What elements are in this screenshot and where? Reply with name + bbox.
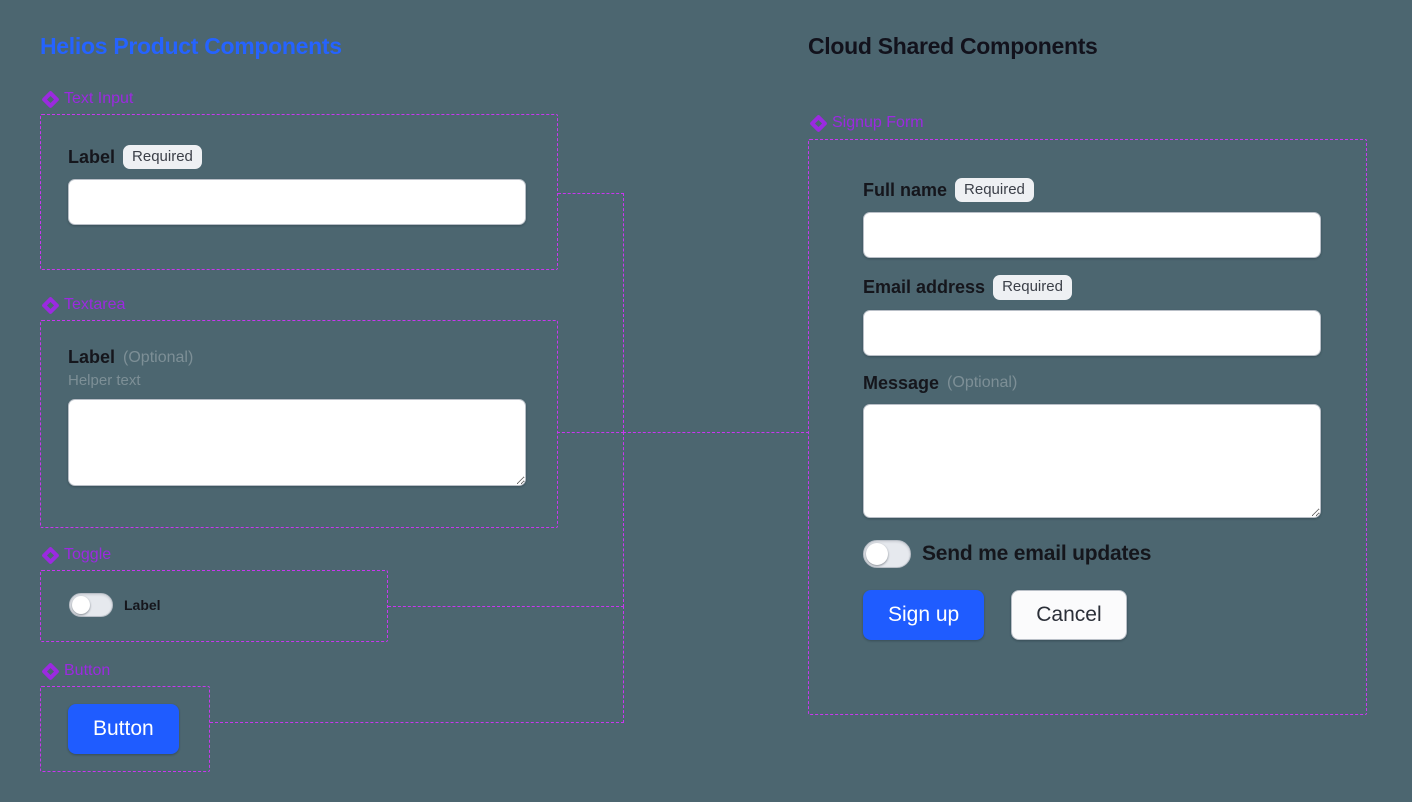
section-label-text: Toggle <box>64 546 112 563</box>
textarea-label-row: Label (Optional) <box>68 347 526 368</box>
component-box-button: Button <box>40 686 210 772</box>
required-badge: Required <box>955 178 1034 203</box>
text-input-field[interactable] <box>68 179 526 226</box>
right-panel-title: Cloud Shared Components <box>808 33 1098 59</box>
section-label-toggle: Toggle <box>44 546 111 564</box>
connector-trunk-bottom-v <box>623 606 624 723</box>
required-badge: Required <box>123 145 202 170</box>
toggle-knob <box>866 542 888 565</box>
textarea-label: Label <box>68 347 116 367</box>
email-input[interactable] <box>863 309 1321 356</box>
component-box-signup-form: Full name Required Email address Require… <box>808 139 1367 715</box>
connector-text-input-h <box>558 193 624 194</box>
optional-tag: (Optional) <box>123 348 194 366</box>
required-badge: Required <box>993 275 1072 300</box>
component-box-toggle: Label <box>40 570 388 642</box>
diamond-icon <box>812 117 825 130</box>
section-label-text: Textarea <box>64 296 126 313</box>
full-name-label: Full name <box>863 179 948 200</box>
section-label-button: Button <box>44 662 110 680</box>
text-input-label-row: Label Required <box>68 145 526 170</box>
email-updates-toggle-row[interactable]: Send me email updates <box>863 539 1321 568</box>
connector-trunk-lower-v <box>623 432 624 607</box>
component-box-text-input: Label Required <box>40 114 558 270</box>
email-label: Email address <box>863 276 986 297</box>
toggle-switch[interactable] <box>69 593 113 617</box>
connector-button-h <box>210 722 624 723</box>
email-label-row: Email address Required <box>863 275 1321 300</box>
optional-tag: (Optional) <box>947 374 1018 391</box>
section-label-text-input: Text Input <box>44 90 133 108</box>
diamond-icon <box>44 299 57 312</box>
toggle-knob <box>72 596 90 614</box>
section-label-signup-form: Signup Form <box>812 114 924 132</box>
section-label-text: Signup Form <box>832 114 924 131</box>
message-textarea[interactable] <box>863 403 1321 518</box>
cancel-button[interactable]: Cancel <box>1011 589 1127 640</box>
connector-textarea-h <box>557 432 624 433</box>
email-updates-switch[interactable] <box>863 539 911 568</box>
signup-actions: Sign up Cancel <box>863 589 1321 640</box>
email-updates-label: Send me email updates <box>922 541 1152 565</box>
demo-button[interactable]: Button <box>68 704 179 754</box>
toggle-label: Label <box>124 597 161 613</box>
toggle-row[interactable]: Label <box>69 593 161 617</box>
section-label-text: Text Input <box>64 90 134 107</box>
connector-toggle-h <box>388 606 624 607</box>
full-name-input[interactable] <box>863 212 1321 259</box>
section-label-text: Button <box>64 662 111 679</box>
textarea-helper-text: Helper text <box>68 372 141 389</box>
message-label: Message <box>863 372 940 393</box>
left-panel-title: Helios Product Components <box>40 33 342 59</box>
connector-to-signup-h <box>623 432 809 433</box>
text-input-label: Label <box>68 146 116 167</box>
diamond-icon <box>44 549 57 562</box>
full-name-label-row: Full name Required <box>863 178 1321 203</box>
diamond-icon <box>44 93 57 106</box>
message-label-row: Message (Optional) <box>863 373 1321 394</box>
section-label-textarea: Textarea <box>44 296 125 314</box>
sign-up-button[interactable]: Sign up <box>863 589 985 640</box>
component-box-textarea: Label (Optional) Helper text <box>40 320 558 528</box>
diamond-icon <box>44 665 57 678</box>
connector-trunk-upper-v <box>623 193 624 433</box>
textarea-field[interactable] <box>68 399 526 486</box>
